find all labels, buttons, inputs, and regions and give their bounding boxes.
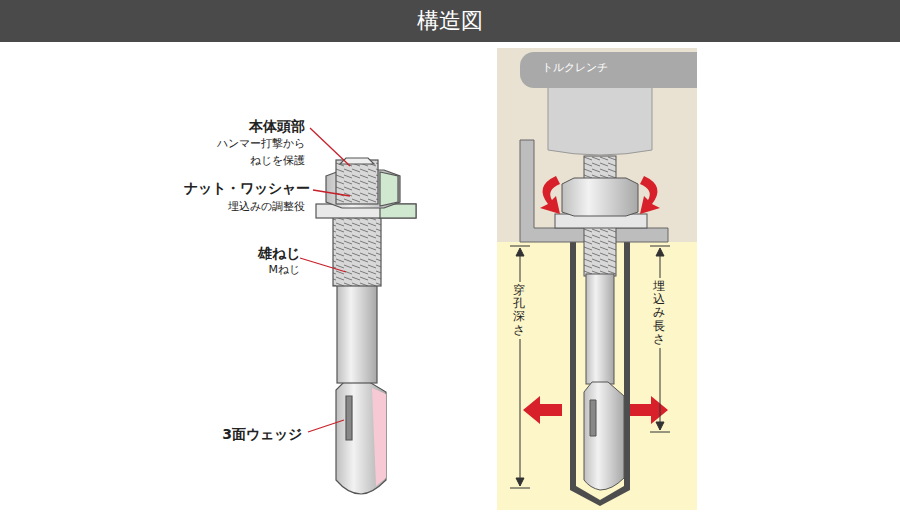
concrete <box>497 242 697 510</box>
title: 構造図 <box>0 6 900 36</box>
dimension-label: 穿孔深さ <box>513 282 525 339</box>
part-name: 雄ねじ <box>258 243 300 264</box>
part-name: 3面ウェッジ <box>222 424 302 445</box>
torque-wrench: トルクレンチ <box>520 52 697 88</box>
part-name: ナット・ワッシャー <box>184 178 310 199</box>
rotation-arrows <box>523 176 668 424</box>
anchor-bolt <box>316 158 416 494</box>
dimension-label: 埋込み長さ <box>653 278 665 348</box>
installed-bolt <box>555 156 647 490</box>
wrench-socket <box>548 86 652 155</box>
part-note: ハンマー打撃から ねじを保護 <box>205 136 305 169</box>
part-note: 埋込みの調整役 <box>228 199 305 216</box>
air-ground <box>497 48 697 242</box>
dimension-lines <box>510 246 670 488</box>
leader-lines <box>300 128 350 432</box>
tool-name: トルクレンチ <box>542 60 697 75</box>
drilled-hole <box>570 242 630 506</box>
part-name: 本体頭部 <box>249 116 305 137</box>
title-band <box>0 0 900 42</box>
part-note: Mねじ <box>269 262 301 279</box>
